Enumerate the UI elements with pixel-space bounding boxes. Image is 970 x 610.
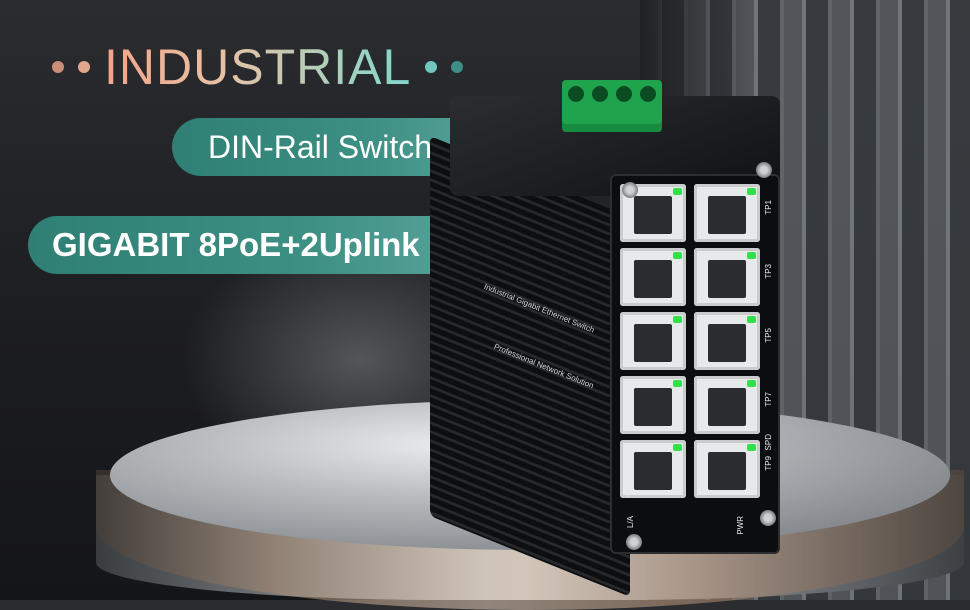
screw-icon — [760, 510, 776, 526]
status-label-poe: PoE — [626, 396, 635, 412]
port-label: TP10 — [626, 478, 635, 498]
device-heatsink — [430, 136, 630, 597]
screw-icon — [622, 182, 638, 198]
status-label-la: L/A — [626, 516, 635, 529]
port-label: TP9 — [764, 456, 773, 471]
ethernet-port — [620, 248, 686, 306]
port-grid — [620, 184, 760, 498]
port-label: TP7 — [764, 392, 773, 407]
spec-label: GIGABIT 8PoE+2Uplink — [52, 226, 420, 263]
port-label: TP1 — [764, 200, 773, 215]
ethernet-port — [694, 184, 760, 242]
status-label-pwr: PWR — [736, 516, 745, 535]
power-terminal-block — [562, 80, 662, 132]
port-label: TP5 — [764, 328, 773, 343]
port-label: TP6 — [626, 350, 635, 365]
ethernet-port — [620, 312, 686, 370]
screw-icon — [756, 162, 772, 178]
spec-badge: GIGABIT 8PoE+2Uplink — [28, 216, 480, 274]
ethernet-port — [694, 440, 760, 498]
heading: INDUSTRIAL — [52, 38, 464, 96]
decorative-dot-icon — [451, 61, 464, 73]
ethernet-port — [694, 248, 760, 306]
product-type-label: DIN-Rail Switch — [208, 128, 433, 165]
ethernet-port — [620, 376, 686, 434]
decorative-dot-icon — [52, 61, 64, 73]
page-title: INDUSTRIAL — [104, 39, 412, 95]
status-label-spd: SPD — [764, 434, 773, 451]
port-label: TP3 — [764, 264, 773, 279]
decorative-dot-icon — [425, 61, 438, 73]
decorative-dot-icon — [78, 61, 90, 73]
ethernet-port — [694, 376, 760, 434]
switch-device: Industrial Gigabit Ethernet Switch Profe… — [430, 80, 780, 597]
port-label: TP2 — [626, 220, 635, 235]
ethernet-port — [620, 440, 686, 498]
screw-icon — [626, 534, 642, 550]
ethernet-port — [694, 312, 760, 370]
port-label: TP4 — [626, 286, 635, 301]
port-label: TP8 — [626, 414, 635, 429]
